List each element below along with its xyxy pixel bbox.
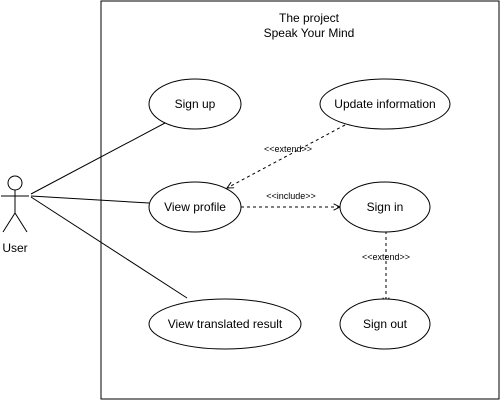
association-view-profile (30, 195, 150, 204)
use-case-sign-up-label: Sign up (175, 97, 216, 111)
use-case-update-information-label: Update information (334, 97, 435, 111)
use-case-view-translated-result[interactable]: View translated result (148, 298, 302, 350)
extend-update-arrow (227, 124, 346, 188)
system-title-line2: Speak Your Mind (264, 26, 355, 40)
actor-right-leg (14, 212, 28, 233)
association-sign-up (30, 122, 166, 195)
use-case-sign-in-label: Sign in (367, 200, 404, 214)
use-case-sign-up[interactable]: Sign up (148, 78, 242, 130)
actor-label: User (2, 241, 27, 255)
actor-head (7, 175, 23, 191)
actor-left-leg (2, 212, 16, 233)
use-case-view-profile[interactable]: View profile (148, 181, 242, 233)
use-case-sign-out-label: Sign out (363, 317, 408, 331)
actor-user[interactable]: User (1, 175, 29, 255)
use-case-view-profile-label: View profile (164, 200, 226, 214)
extend-sign-out-label: <<extend>> (362, 252, 410, 262)
use-case-update-information[interactable]: Update information (319, 78, 451, 130)
use-case-sign-in[interactable]: Sign in (339, 181, 431, 233)
association-view-translated-result (30, 196, 188, 299)
include-sign-in-label: <<include>> (266, 191, 316, 201)
use-case-view-translated-result-label: View translated result (168, 317, 283, 331)
extend-update-label: <<extend>> (264, 144, 312, 154)
use-case-sign-out[interactable]: Sign out (339, 298, 431, 350)
system-title-line1: The project (279, 11, 340, 25)
